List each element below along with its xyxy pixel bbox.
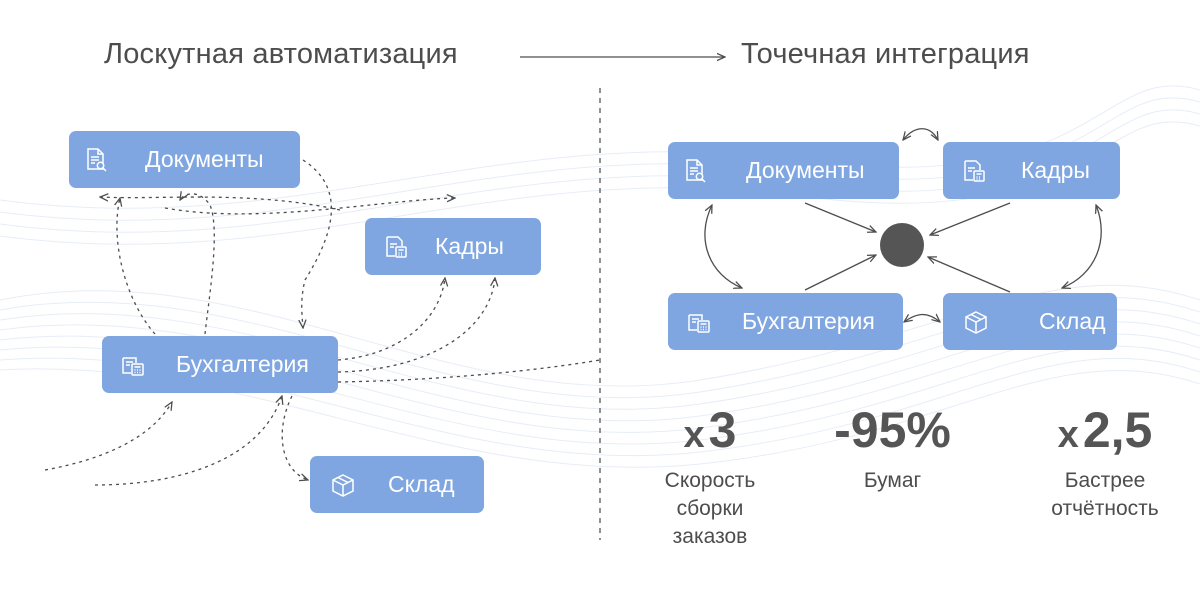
stat-order-speed: х3 Скорость сборки заказов [630, 405, 790, 551]
calculator-sheet-icon [961, 158, 987, 184]
left-link-docs-to-accounting [302, 159, 333, 328]
left-link-accounting-to-docs [117, 198, 156, 335]
document-search-icon [682, 158, 708, 184]
stat-reporting-speed-value: х2,5 [1057, 402, 1153, 458]
left-link-accounting-to-personnel-2 [337, 278, 495, 373]
calculator-sheet-icon [383, 234, 409, 260]
right-link-docs-personnel [903, 128, 938, 140]
right-node-documents-label: Документы [746, 157, 865, 183]
stat-paper-reduction: -95% Бумаг [810, 405, 975, 495]
left-node-personnel[interactable]: Кадры [365, 218, 541, 275]
right-node-warehouse[interactable]: Склад [943, 293, 1117, 350]
integration-hub [880, 223, 924, 267]
left-link-cross-to-right [164, 198, 455, 215]
right-node-accounting[interactable]: Бухгалтерия [668, 293, 903, 350]
stat-reporting-speed: х2,5 Бастрее отчётность [1025, 405, 1185, 523]
left-link-accounting-to-right-edge [337, 359, 601, 383]
right-link-accounting-warehouse [904, 315, 940, 323]
stat-order-speed-description: Скорость сборки заказов [664, 469, 756, 548]
right-node-warehouse-label: Склад [1039, 308, 1106, 334]
right-link-accounting-to-hub [804, 255, 876, 291]
left-link-cross-to-left [100, 197, 341, 211]
box-icon [330, 472, 356, 498]
right-node-personnel-label: Кадры [1021, 157, 1090, 183]
right-link-docs-to-hub [804, 202, 876, 232]
calculator-sheet-icon [686, 309, 712, 335]
stat-paper-reduction-value: -95% [834, 402, 951, 458]
right-link-docs-accounting [704, 205, 742, 288]
left-link-accounting-to-personnel-1 [337, 278, 445, 361]
right-link-personnel-warehouse [1062, 205, 1101, 288]
left-node-documents-label: Документы [145, 146, 264, 172]
left-node-personnel-label: Кадры [435, 233, 504, 259]
right-node-personnel[interactable]: Кадры [943, 142, 1120, 199]
calculator-sheet-icon [120, 352, 146, 378]
heading-point-integration: Точечная интеграция [741, 38, 1030, 70]
left-link-external-to-accounting-1 [44, 402, 172, 471]
stat-reporting-speed-description: Бастрее отчётность [1051, 469, 1159, 520]
left-node-accounting[interactable]: Бухгалтерия [102, 336, 338, 393]
left-node-warehouse[interactable]: Склад [310, 456, 484, 513]
right-link-warehouse-to-hub [928, 257, 1011, 293]
left-node-accounting-label: Бухгалтерия [176, 351, 309, 377]
left-link-accounting-to-warehouse [281, 395, 308, 480]
right-link-personnel-to-hub [930, 202, 1011, 235]
stat-order-speed-value: х3 [683, 402, 737, 458]
left-node-documents[interactable]: Документы [69, 131, 300, 188]
right-node-documents[interactable]: Документы [668, 142, 899, 199]
left-link-external-to-accounting-2 [94, 396, 282, 486]
stat-paper-reduction-description: Бумаг [863, 469, 922, 492]
heading-patchwork-automation: Лоскутная автоматизация [104, 38, 458, 70]
left-node-warehouse-label: Склад [388, 471, 455, 497]
left-link-accounting-up-loop [180, 194, 215, 335]
right-node-accounting-label: Бухгалтерия [742, 308, 875, 334]
box-icon [963, 309, 989, 335]
document-search-icon [83, 147, 109, 173]
